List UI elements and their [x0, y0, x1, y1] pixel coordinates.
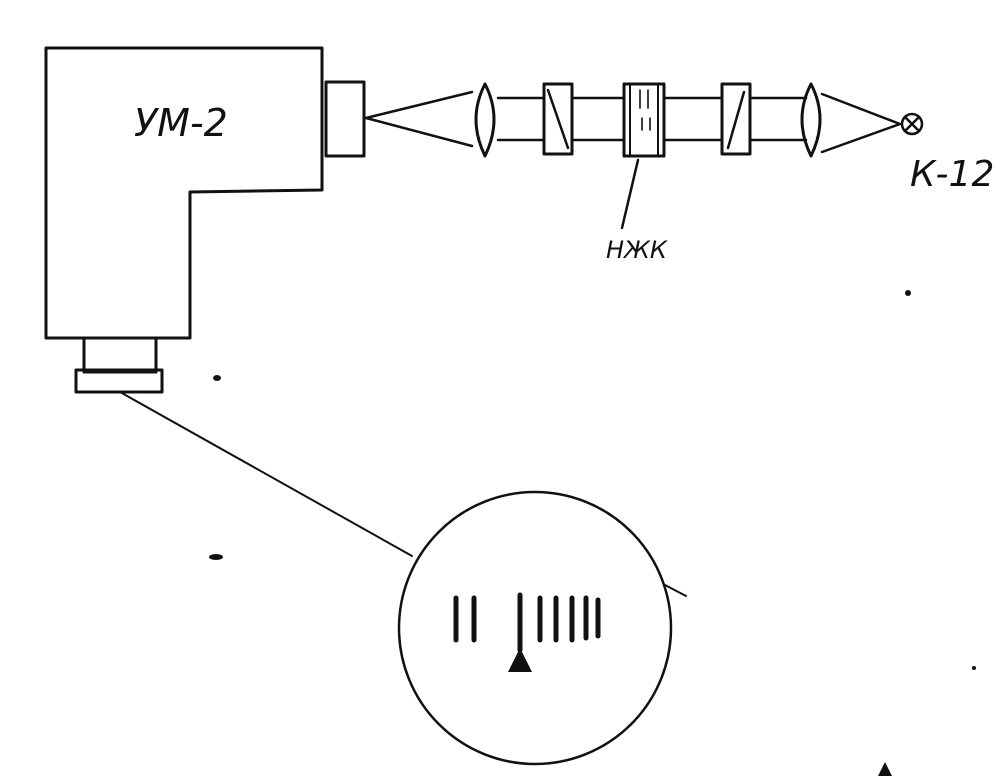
lens-left — [474, 82, 496, 158]
circle-edge-mark — [664, 584, 687, 597]
lc-cell-label: НЖК — [606, 236, 668, 264]
polarizer-right-axis — [726, 90, 746, 150]
microscope-label: УМ-2 — [134, 101, 228, 145]
beam-cone-left — [364, 90, 474, 148]
lc-cell — [622, 82, 666, 158]
lc-cell-leader — [620, 158, 640, 230]
lamp-icon — [900, 112, 924, 136]
scale-reticle — [453, 592, 601, 653]
scan-specks — [209, 290, 976, 776]
polarizer-left-axis — [546, 88, 570, 150]
lamp-label: К-12 — [910, 154, 994, 195]
view-leader — [119, 391, 413, 557]
lens-right — [800, 82, 822, 158]
eyepiece-tube — [82, 336, 158, 374]
microscope-objective — [324, 80, 366, 158]
pointer-triangle — [508, 648, 532, 672]
field-of-view — [397, 490, 673, 766]
beam-cone-right — [820, 92, 902, 154]
microscope-body — [44, 46, 324, 340]
